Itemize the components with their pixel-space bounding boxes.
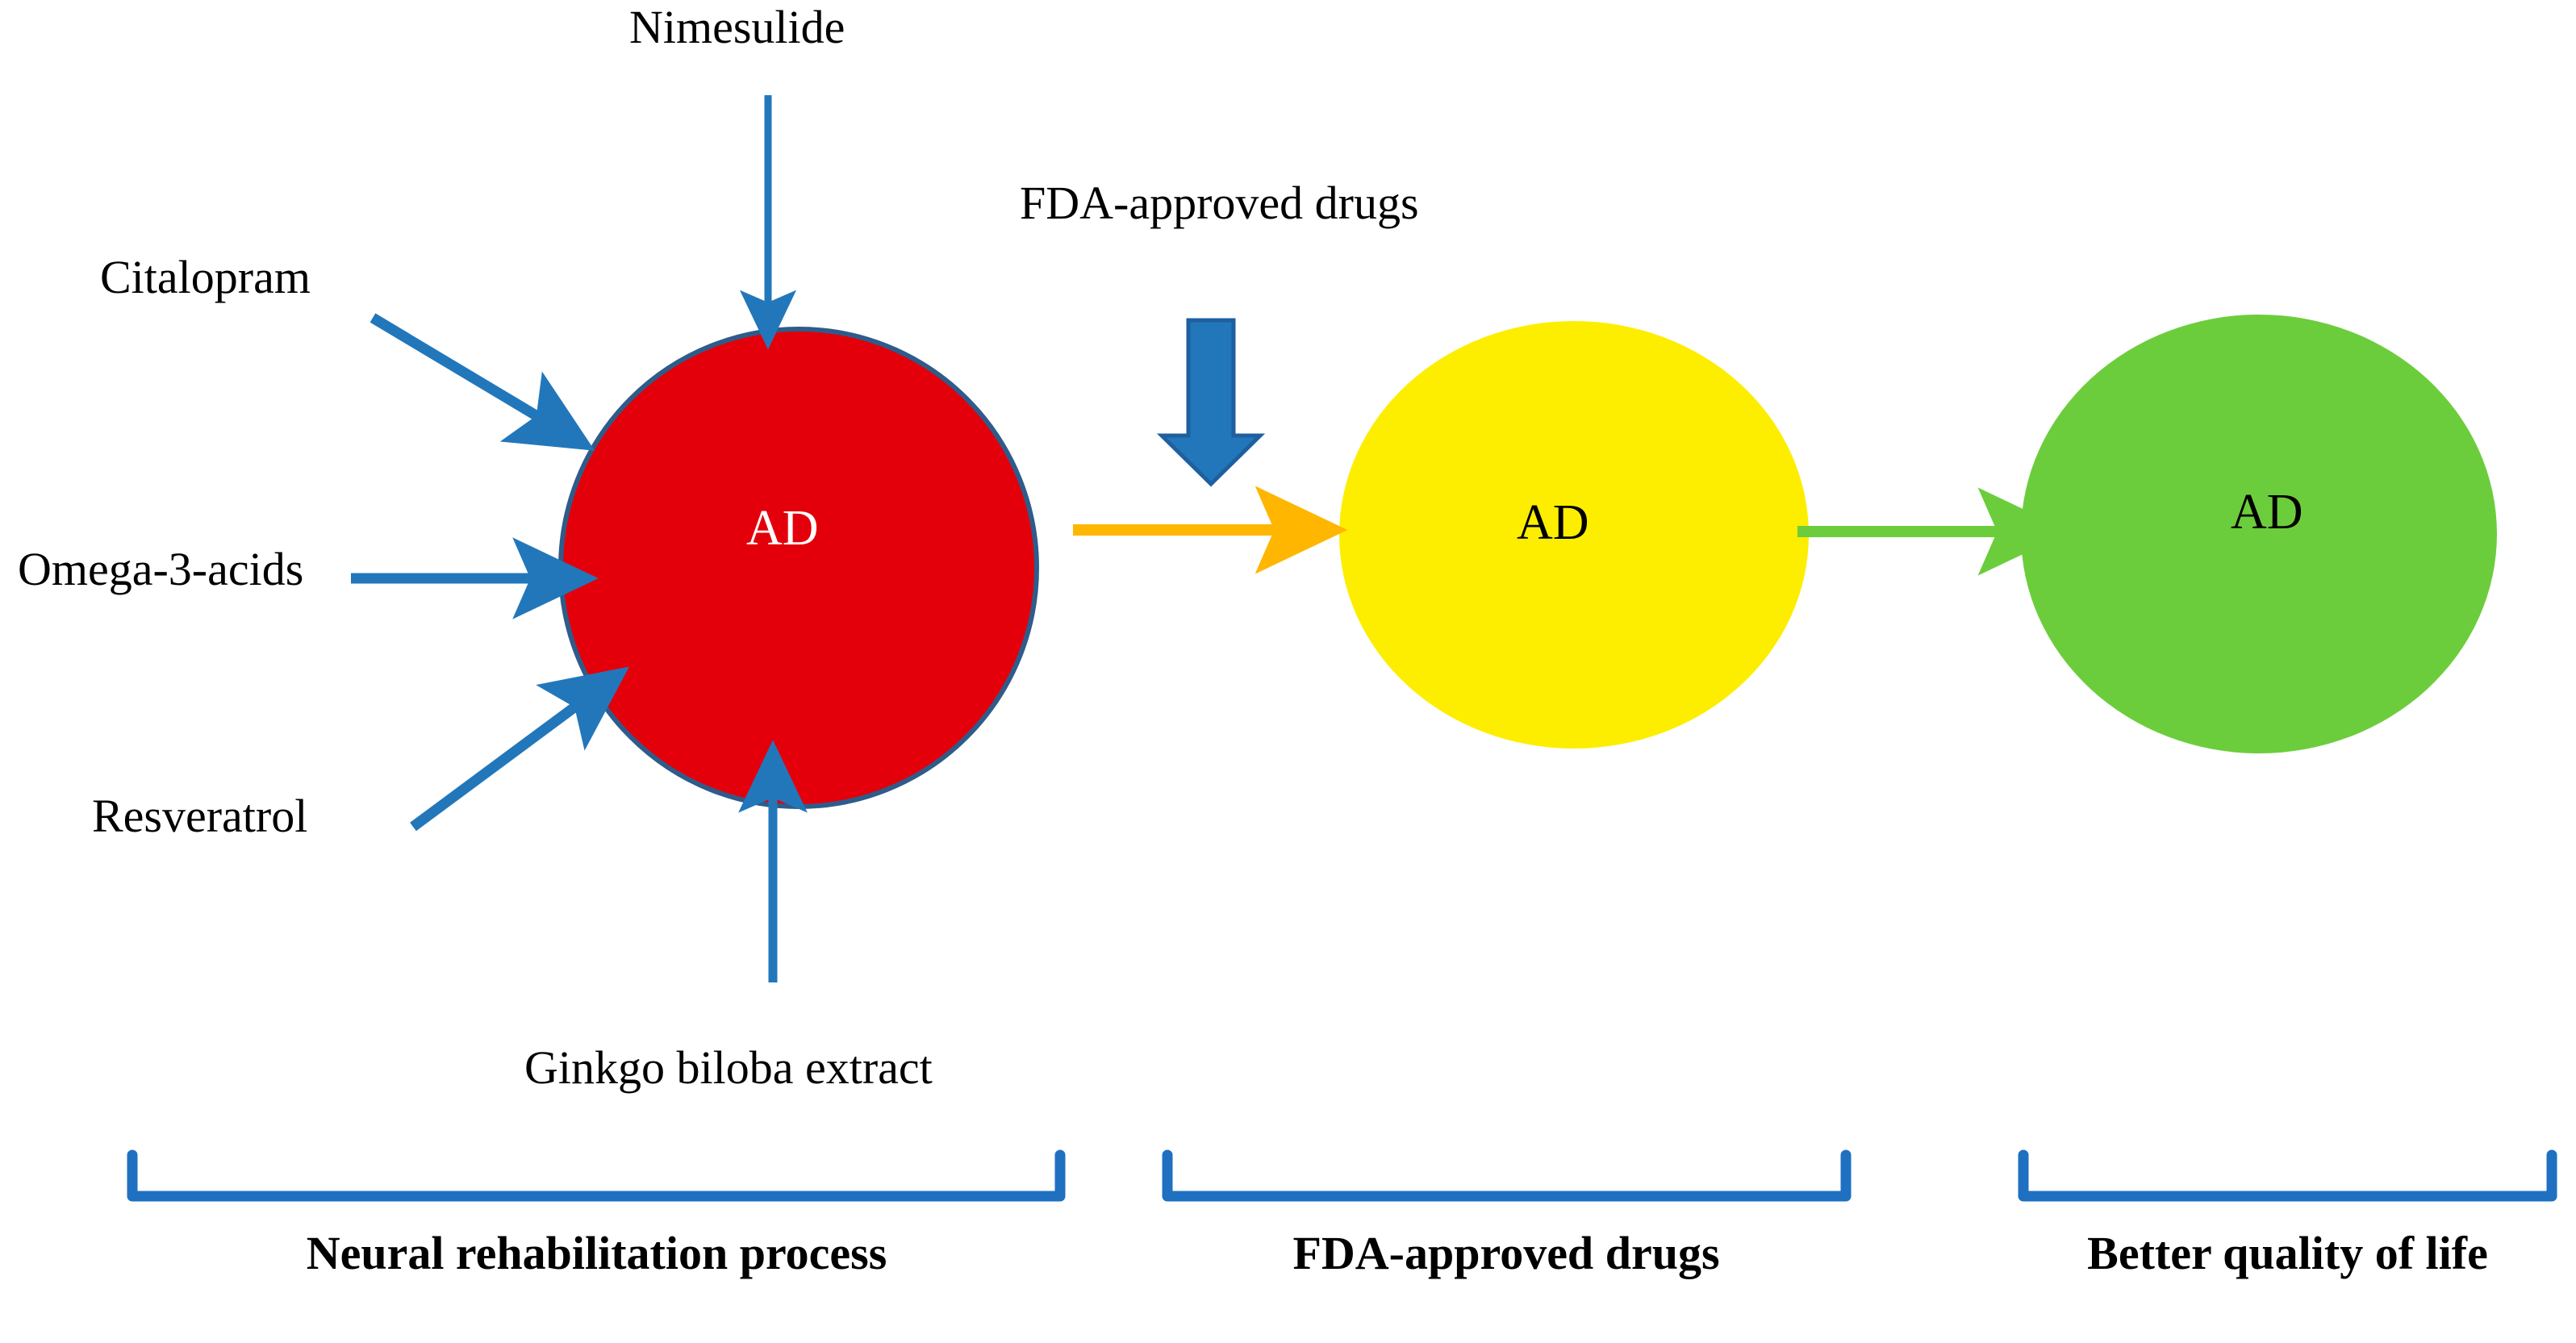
bracket-fda-approved-drugs bbox=[1162, 1149, 1852, 1202]
arrow-resveratrol-to-red bbox=[410, 666, 630, 832]
group-label-better-quality-of-life: Better quality of life bbox=[2087, 1227, 2488, 1279]
bracket-better-quality-of-life bbox=[2018, 1149, 2557, 1202]
label-nimesulide: Nimesulide bbox=[629, 1, 845, 53]
label-fda-approved-drugs-annotation: FDA-approved drugs bbox=[1020, 177, 1419, 229]
node-green-label: AD bbox=[2231, 485, 2303, 540]
label-ginkgo-biloba-extract: Ginkgo biloba extract bbox=[524, 1041, 933, 1094]
arrow-fda-block bbox=[1156, 318, 1266, 487]
label-citalopram: Citalopram bbox=[100, 251, 311, 303]
group-label-fda-approved-drugs: FDA-approved drugs bbox=[1292, 1227, 1720, 1279]
bracket-neural-rehabilitation bbox=[127, 1149, 1066, 1202]
label-omega-3-acids: Omega-3-acids bbox=[18, 543, 304, 595]
node-yellow-label: AD bbox=[1517, 495, 1589, 550]
label-resveratrol: Resveratrol bbox=[92, 790, 308, 842]
node-yellow-circle[interactable] bbox=[1339, 321, 1809, 749]
node-red-label: AD bbox=[746, 501, 819, 556]
node-red-circle[interactable] bbox=[558, 327, 1039, 809]
node-green-circle[interactable] bbox=[2021, 315, 2497, 753]
group-label-neural-rehabilitation-process: Neural rehabilitation process bbox=[306, 1227, 887, 1279]
arrow-citalopram-to-red bbox=[369, 313, 595, 451]
